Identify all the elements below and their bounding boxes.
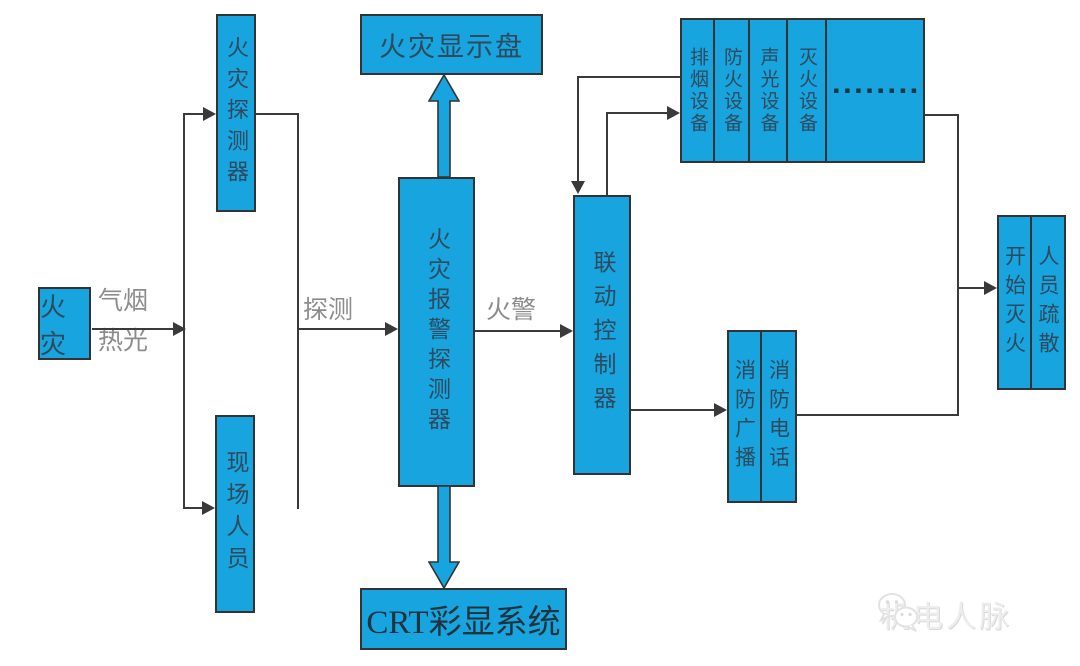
node-crt-display-system: CRT彩显系统 [360,588,567,650]
node-personnel-evacuation-label: 人员疏散 [1036,244,1060,361]
node-fire: 火灾 [38,287,91,360]
arrowhead-broadcast [714,403,727,417]
arrowhead-fire-junction [173,322,186,336]
connector-merge-line [297,113,299,509]
connector-fire-to-junction [92,328,174,330]
edge-label-gas-smoke-heat-light: 气烟 热光 [98,288,149,355]
connector-equipment-feedback-h [577,76,680,78]
node-fire-detector-label: 火灾探测器 [224,35,249,191]
connector-to-fire-detector [184,113,204,115]
node-extinguishing-equipment: 灭火设备 [788,20,827,161]
node-crt-display-system-label: CRT彩显系统 [366,605,561,641]
connector-right-merge-line [957,114,959,416]
node-smoke-exhaust-equipment: 排烟设备 [682,20,715,161]
node-fire-alarm-detector-label: 火灾报警探测器 [424,227,450,437]
node-fire-detector: 火灾探测器 [216,14,256,212]
connector-left-branch-line [183,113,185,509]
node-fire-label: 火灾 [40,292,67,359]
wechat-logo-icon [878,593,918,632]
node-sound-light-equipment-label: 声光设备 [757,46,779,135]
node-personnel-evacuation: 人员疏散 [1032,217,1064,388]
node-fireproof-equipment-label: 防火设备 [721,46,742,135]
node-start-extinguishing: 开始灭火 [999,217,1032,388]
arrowhead-linkage-controller [560,324,573,338]
connector-equipment-feedback-v [577,76,579,181]
connector-linkage-to-broadcast [631,409,715,411]
watermark: 机电人脉 [874,592,1012,636]
node-linkage-controller: 联动控制器 [573,195,631,475]
node-start-extinguishing-label: 开始灭火 [1002,244,1027,361]
connector-telephone-out [797,414,958,416]
node-fire-display-panel-label: 火灾显示盘 [379,32,524,62]
node-fire-broadcast: 消防广播 [729,332,762,501]
node-onsite-personnel: 现场人员 [215,415,255,613]
node-fire-broadcast-label: 消防广播 [732,358,757,475]
node-fire-alarm-detector: 火灾报警探测器 [398,177,475,487]
node-linkage-controller-label: 联动控制器 [590,250,615,420]
edge-label-detect: 探测 [303,297,354,324]
arrowhead-equipment [667,106,680,120]
node-broadcast-telephone-group: 消防广播 消防电话 [727,330,797,503]
edge-label-fire-alert: 火警 [486,297,537,324]
arrowhead-alarm-detector [385,322,398,336]
connector-fire-detector-out [255,113,299,115]
node-sound-light-equipment: 声光设备 [750,20,788,161]
connector-linkage-to-equipment-h [607,112,668,114]
connector-to-onsite-personnel [184,507,203,509]
arrowhead-response-group [984,281,997,295]
node-fireproof-equipment: 防火设备 [715,20,750,161]
node-equipment-group: 排烟设备 防火设备 声光设备 灭火设备 ▪▪▪▪▪▪▪▪ [680,18,925,163]
connector-fire-alert-line [475,330,561,332]
arrowhead-feedback-down [571,181,585,194]
node-response-group: 开始灭火 人员疏散 [997,215,1066,390]
thick-arrow-down-to-crt [428,486,460,589]
connector-to-response-group [959,287,985,289]
node-onsite-personnel-label: 现场人员 [223,450,248,578]
node-fire-telephone-label: 消防电话 [766,358,791,475]
connector-equipment-out [925,114,959,116]
connector-linkage-to-equipment-v [606,112,608,195]
node-fire-display-panel: 火灾显示盘 [360,14,543,75]
ellipsis-dots: ▪▪▪▪▪▪▪▪ [833,85,922,96]
arrowhead-fire-detector [203,107,216,121]
arrowhead-onsite-personnel [202,501,215,515]
node-fire-telephone: 消防电话 [762,332,795,501]
connector-detect-arrow-line [298,328,386,330]
node-extinguishing-equipment-label: 灭火设备 [796,46,817,135]
node-smoke-exhaust-equipment-label: 排烟设备 [687,46,708,135]
thick-arrow-up-to-display-panel [428,74,460,178]
node-more-equipment: ▪▪▪▪▪▪▪▪ [827,20,923,161]
